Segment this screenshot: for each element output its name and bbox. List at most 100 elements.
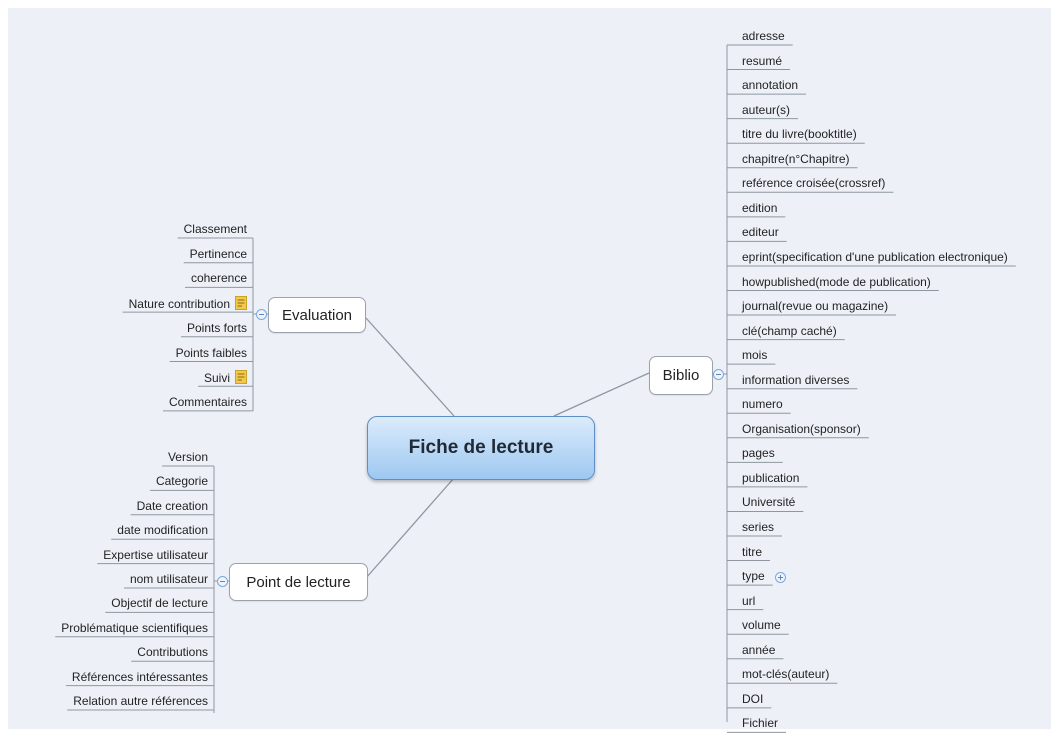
- topic-label: annotation: [742, 78, 799, 93]
- evaluation-subtopic-item[interactable]: Suivi: [204, 370, 247, 385]
- evaluation-subtopic-item[interactable]: Points forts: [187, 321, 247, 335]
- biblio-subtopic-item[interactable]: howpublished(mode de publication): [742, 275, 931, 289]
- biblio-subtopic-item[interactable]: numero: [742, 397, 783, 411]
- note-icon[interactable]: [235, 296, 247, 311]
- topic-label: Classement: [183, 222, 247, 236]
- biblio-subtopic-item[interactable]: annotation: [742, 78, 798, 92]
- biblio-subtopic-item[interactable]: titre: [742, 545, 762, 559]
- topic-label: journal(revue ou magazine): [742, 299, 889, 314]
- topic-label: resumé: [742, 53, 783, 68]
- biblio-subtopic-item[interactable]: type: [742, 569, 765, 583]
- topic-label: Références intéressantes: [71, 669, 208, 684]
- topic-label: edition: [742, 200, 778, 215]
- evaluation-topic[interactable]: Evaluation: [268, 297, 366, 333]
- point-subtopic-item[interactable]: Problématique scientifiques: [61, 621, 208, 635]
- biblio-subtopic-item[interactable]: auteur(s): [742, 103, 790, 117]
- biblio-subtopic-item[interactable]: information diverses: [742, 373, 849, 387]
- connector-biblio: [553, 372, 650, 417]
- evaluation-collapse-icon[interactable]: [256, 309, 267, 320]
- biblio-subtopic-item[interactable]: publication: [742, 471, 799, 485]
- biblio-subtopic-item[interactable]: editeur: [742, 225, 779, 239]
- topic-label: coherence: [190, 271, 247, 286]
- topic-label: Organisation(sponsor): [742, 421, 861, 436]
- point-de-lecture-topic[interactable]: Point de lecture: [229, 563, 368, 601]
- biblio-subtopic-item[interactable]: resumé: [742, 54, 782, 68]
- point-de-lecture-topic-label: Point de lecture: [246, 573, 351, 591]
- evaluation-subtopic-item[interactable]: Classement: [184, 222, 247, 236]
- evaluation-subtopic-item[interactable]: Points faibles: [176, 346, 247, 360]
- biblio-subtopic-item[interactable]: reférence croisée(crossref): [742, 176, 885, 190]
- topic-label: Contributions: [137, 645, 208, 660]
- topic-label: mot-clés(auteur): [742, 667, 830, 682]
- biblio-subtopic-item[interactable]: adresse: [742, 29, 785, 43]
- biblio-subtopic-item[interactable]: Fichier: [742, 716, 778, 730]
- biblio-subtopic-item[interactable]: journal(revue ou magazine): [742, 299, 888, 313]
- evaluation-subtopic-item[interactable]: coherence: [191, 271, 247, 285]
- biblio-subtopic-item[interactable]: titre du livre(booktitle): [742, 127, 857, 141]
- mindmap-canvas: [8, 8, 1051, 729]
- point-subtopic-item[interactable]: Expertise utilisateur: [103, 548, 208, 562]
- biblio-subtopic-item[interactable]: url: [742, 594, 755, 608]
- topic-label: titre du livre(booktitle): [742, 127, 857, 142]
- topic-label: Expertise utilisateur: [103, 547, 208, 562]
- biblio-subtopic-item[interactable]: chapitre(n°Chapitre): [742, 152, 850, 166]
- topic-label: editeur: [742, 225, 779, 240]
- central-topic[interactable]: Fiche de lecture: [367, 416, 595, 480]
- topic-label: Nature contribution: [128, 297, 230, 312]
- topic-label: auteur(s): [742, 102, 791, 117]
- biblio-subtopic-item[interactable]: Organisation(sponsor): [742, 422, 861, 436]
- biblio-topic[interactable]: Biblio: [649, 356, 713, 395]
- topic-label: nom utilisateur: [129, 572, 208, 586]
- biblio-subtopic-item[interactable]: eprint(specification d'une publication e…: [742, 250, 1008, 264]
- point-subtopic-item[interactable]: Objectif de lecture: [111, 596, 208, 610]
- biblio-subtopic-item[interactable]: edition: [742, 201, 777, 215]
- topic-label: pages: [742, 446, 775, 461]
- biblio-subtopic-item[interactable]: mot-clés(auteur): [742, 667, 829, 681]
- point-subtopic-item[interactable]: date modification: [117, 523, 208, 537]
- expand-icon[interactable]: [774, 572, 786, 584]
- topic-label: reférence croisée(crossref): [742, 176, 886, 191]
- topic-label: date modification: [117, 523, 208, 538]
- evaluation-topic-label: Evaluation: [281, 306, 353, 324]
- topic-label: mois: [742, 348, 768, 363]
- biblio-subtopic-item[interactable]: clé(champ caché): [742, 324, 837, 338]
- biblio-collapse-icon[interactable]: [713, 369, 724, 380]
- evaluation-subtopic-item[interactable]: Commentaires: [169, 395, 247, 409]
- topic-label: titre: [742, 544, 763, 559]
- connector-evaluation: [365, 317, 455, 417]
- point-subtopic-item[interactable]: Contributions: [137, 645, 208, 659]
- point-subtopic-item[interactable]: Categorie: [156, 474, 208, 488]
- biblio-subtopic-item[interactable]: mois: [742, 348, 767, 362]
- topic-label: Pertinence: [189, 246, 247, 261]
- topic-label: clé(champ caché): [742, 323, 837, 338]
- topic-label: Fichier: [742, 716, 779, 731]
- central-topic-label: Fiche de lecture: [408, 437, 554, 458]
- biblio-subtopic-item[interactable]: année: [742, 643, 775, 657]
- topic-label: DOI: [742, 691, 764, 706]
- point-subtopic-item[interactable]: Références intéressantes: [72, 670, 208, 684]
- point-subtopic-item[interactable]: Date creation: [137, 499, 208, 513]
- topic-label: type: [742, 569, 765, 584]
- topic-label: volume: [742, 618, 781, 633]
- topic-label: Relation autre références: [73, 694, 208, 708]
- topic-label: Points forts: [186, 320, 247, 335]
- note-icon[interactable]: [235, 370, 247, 385]
- biblio-subtopic-item[interactable]: pages: [742, 446, 775, 460]
- topic-label: publication: [742, 470, 800, 485]
- biblio-subtopic-item[interactable]: DOI: [742, 692, 763, 706]
- evaluation-subtopic-item[interactable]: Pertinence: [190, 247, 247, 261]
- topic-label: Université: [742, 495, 796, 510]
- biblio-subtopic-item[interactable]: Université: [742, 495, 795, 509]
- point-de-lecture-collapse-icon[interactable]: [217, 576, 228, 587]
- topic-label: howpublished(mode de publication): [742, 274, 931, 289]
- topic-label: url: [742, 593, 756, 608]
- biblio-subtopic-item[interactable]: series: [742, 520, 774, 534]
- point-subtopic-item[interactable]: Version: [168, 450, 208, 464]
- point-subtopic-item[interactable]: nom utilisateur: [130, 572, 208, 586]
- topic-label: chapitre(n°Chapitre): [742, 151, 850, 166]
- biblio-subtopic-item[interactable]: volume: [742, 618, 781, 632]
- topic-label: information diverses: [742, 372, 850, 387]
- point-subtopic-item[interactable]: Relation autre références: [73, 694, 208, 708]
- evaluation-subtopic-item[interactable]: Nature contribution: [129, 296, 247, 311]
